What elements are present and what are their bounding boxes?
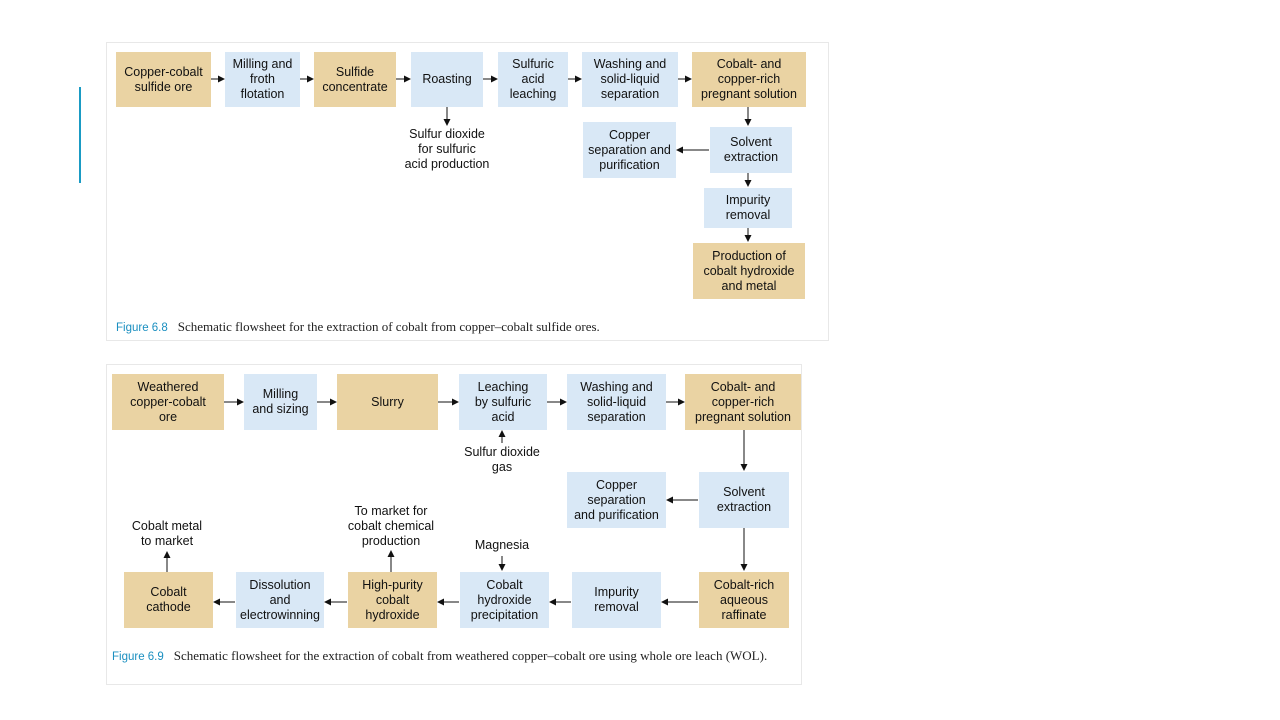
note-market-chemical: To market for cobalt chemical production [347, 504, 435, 548]
slide-accent-line [79, 87, 81, 183]
note-sulfur-dioxide: Sulfur dioxide for sulfuric acid product… [404, 127, 490, 171]
figure-6-9-caption: Figure 6.9 Schematic flowsheet for the ex… [112, 648, 792, 665]
box-dissolution-electrowinning: Dissolution and electrowinning [236, 572, 324, 628]
box-sulfide-concentrate: Sulfide concentrate [314, 52, 396, 107]
box-copper-separation: Copper separation and purification [567, 472, 666, 528]
box-cobalt-hydroxide-precipitation: Cobalt hydroxide precipitation [460, 572, 549, 628]
box-weathered-ore: Weathered copper-cobalt ore [112, 374, 224, 430]
note-sulfur-dioxide-gas: Sulfur dioxide gas [464, 445, 540, 474]
box-high-purity-hydroxide: High-purity cobalt hydroxide [348, 572, 437, 628]
box-cobalt-rich-raffinate: Cobalt-rich aqueous raffinate [699, 572, 789, 628]
note-market-metal: Cobalt metal to market [131, 519, 203, 548]
figure-6-8-label: Figure 6.8 [116, 322, 168, 334]
box-solvent-extraction: Solvent extraction [699, 472, 789, 528]
figure-6-9: Weathered copper-cobalt ore Milling and … [107, 365, 801, 684]
box-impurity-removal: Impurity removal [704, 188, 792, 228]
figure-6-8-caption: Figure 6.8 Schematic flowsheet for the ex… [116, 319, 816, 336]
box-copper-cobalt-sulfide-ore: Copper-cobalt sulfide ore [116, 52, 211, 107]
box-impurity-removal: Impurity removal [572, 572, 661, 628]
box-milling-froth-flotation: Milling and froth flotation [225, 52, 300, 107]
box-copper-separation: Copper separation and purification [583, 122, 676, 178]
box-production-cobalt: Production of cobalt hydroxide and metal [693, 243, 805, 299]
box-cobalt-cathode: Cobalt cathode [124, 572, 213, 628]
note-magnesia: Magnesia [474, 538, 530, 552]
box-solvent-extraction: Solvent extraction [710, 127, 792, 173]
box-sulfuric-acid-leaching: Sulfuric acid leaching [498, 52, 568, 107]
box-leaching-sulfuric-acid: Leaching by sulfuric acid [459, 374, 547, 430]
figure-6-9-label: Figure 6.9 [112, 651, 164, 663]
box-pregnant-solution: Cobalt- and copper-rich pregnant solutio… [685, 374, 801, 430]
box-washing-separation: Washing and solid-liquid separation [582, 52, 678, 107]
box-washing-separation: Washing and solid-liquid separation [567, 374, 666, 430]
box-slurry: Slurry [337, 374, 438, 430]
figure-6-8-caption-text: Schematic flowsheet for the extraction o… [177, 319, 600, 334]
box-pregnant-solution: Cobalt- and copper-rich pregnant solutio… [692, 52, 806, 107]
box-roasting: Roasting [411, 52, 483, 107]
box-milling-sizing: Milling and sizing [244, 374, 317, 430]
figure-6-9-caption-text: Schematic flowsheet for the extraction o… [173, 648, 768, 663]
figure-6-8: Copper-cobalt sulfide ore Milling and fr… [107, 43, 828, 340]
